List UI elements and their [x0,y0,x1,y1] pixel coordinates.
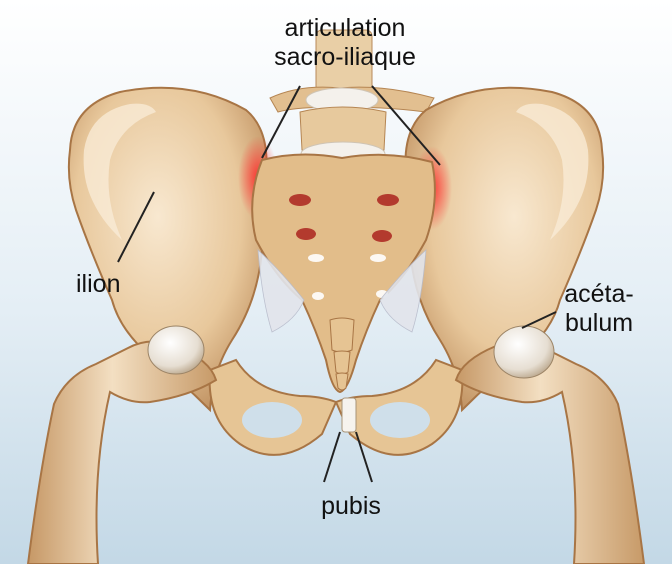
acetabulum-label-line2: bulum [556,309,642,338]
pubis-label: pubis [316,492,386,521]
ilium-label: ilion [76,270,120,299]
sacroiliac-label-line1: articulation [260,14,430,43]
acetabulum-label-line1: acéta- [556,280,642,309]
acetabulum-label: acéta- bulum [556,280,642,338]
sacroiliac-joint-label: articulation sacro-iliaque [260,14,430,72]
pubic-symphysis [342,398,356,432]
sacroiliac-label-line2: sacro-iliaque [260,43,430,72]
